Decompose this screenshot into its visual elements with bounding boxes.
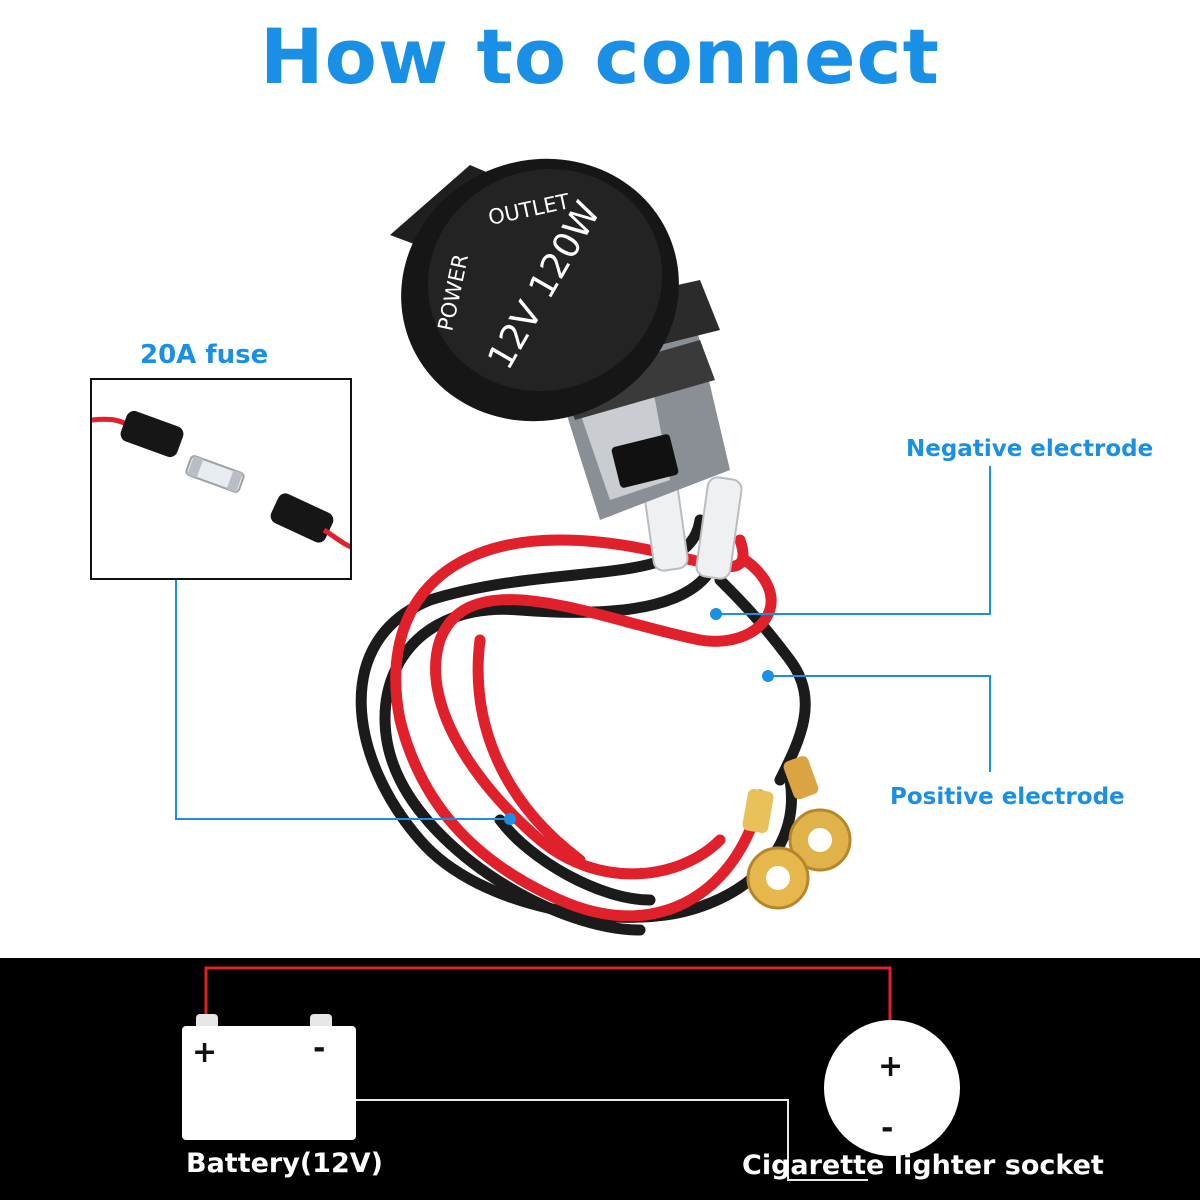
- negative-callout-line: [716, 466, 991, 615]
- battery-label: Battery(12V): [186, 1148, 383, 1179]
- positive-wire: [204, 966, 892, 1030]
- socket-icon: [824, 1020, 960, 1156]
- socket-plus-sign: +: [878, 1049, 904, 1084]
- negative-wire: [332, 1099, 868, 1181]
- positive-callout-dot: [762, 670, 774, 682]
- wiring-diagram-panel: + - + - Battery(12V) Cigarette lighter s…: [0, 958, 1200, 1200]
- fuse-inset: [90, 378, 352, 580]
- page-title: How to connect: [260, 12, 940, 101]
- battery-plus-sign: +: [192, 1035, 218, 1070]
- product-illustration: OUTLET POWER 12V 120W: [355, 158, 852, 936]
- callout-lines: [175, 466, 991, 825]
- wiring-diagram: [182, 966, 960, 1181]
- socket-minus-sign: -: [881, 1111, 894, 1146]
- fuse-illustration: [92, 410, 350, 550]
- battery-icon: [182, 1026, 356, 1140]
- fuse-label: 20A fuse: [140, 340, 269, 370]
- negative-callout-dot: [710, 608, 722, 620]
- fuse-callout-dot: [504, 813, 516, 825]
- fuse-callout-line: [175, 580, 510, 820]
- negative-electrode-label: Negative electrode: [906, 436, 1154, 462]
- socket-cap: OUTLET POWER 12V 120W: [390, 158, 679, 422]
- positive-callout-line: [768, 675, 991, 772]
- battery-minus-sign: -: [313, 1031, 326, 1066]
- positive-electrode-label: Positive electrode: [890, 784, 1125, 810]
- socket-label: Cigarette lighter socket: [742, 1150, 1104, 1181]
- ring-terminals: [742, 756, 852, 910]
